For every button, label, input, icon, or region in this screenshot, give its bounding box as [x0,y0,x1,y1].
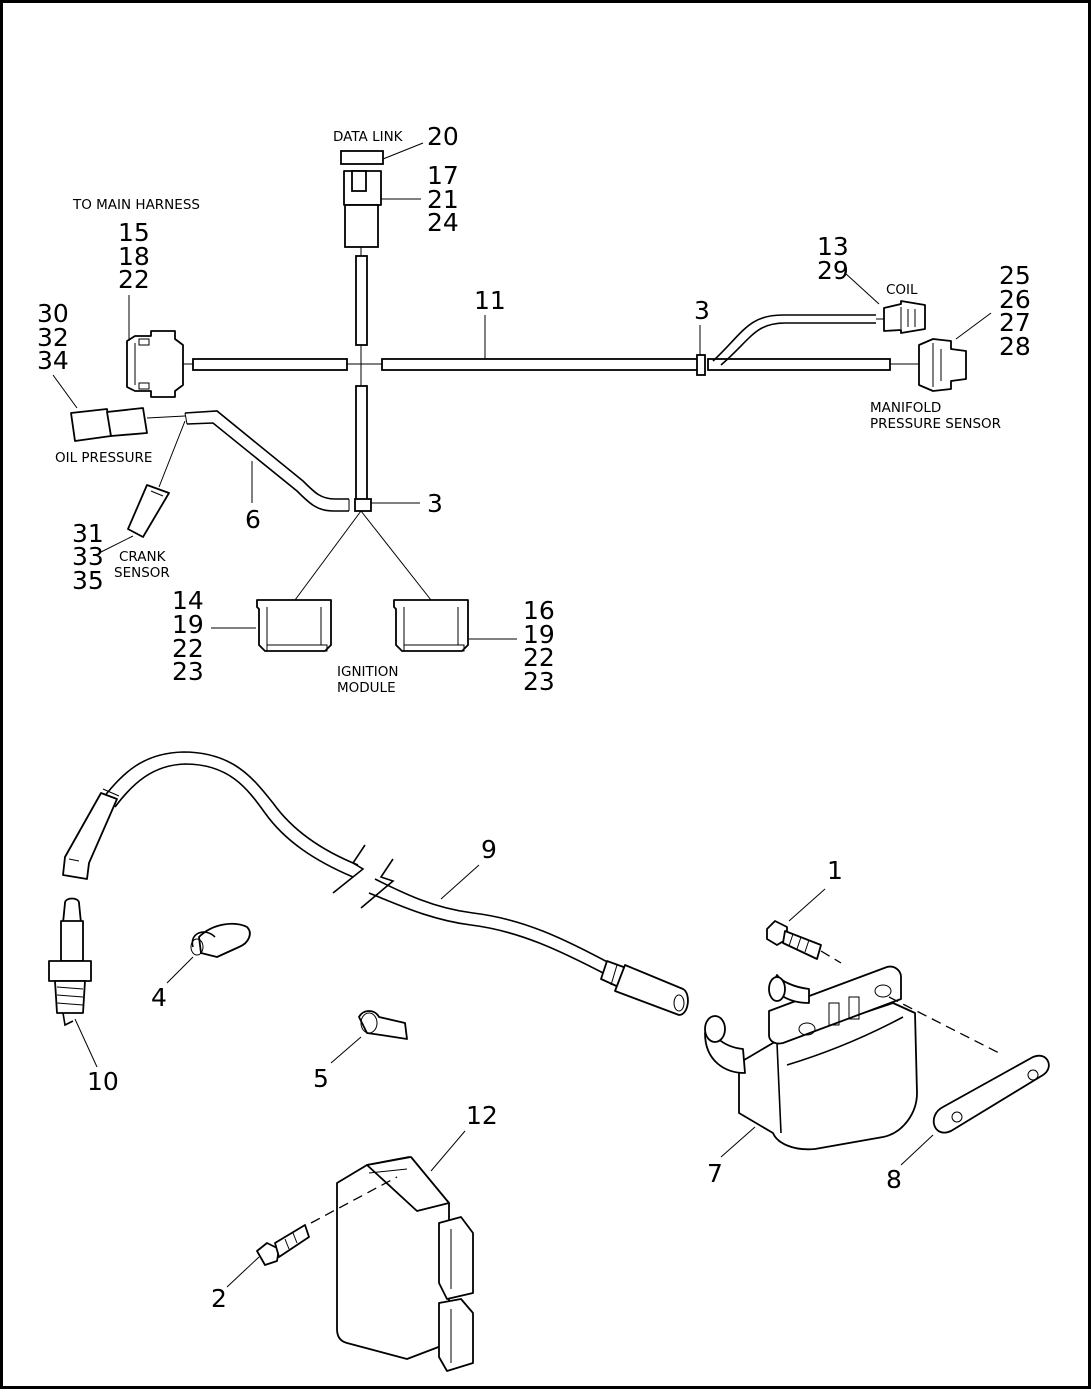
coil-connector [883,300,926,334]
harness-lower-segment [355,385,368,501]
harness-labels: DATA LINK TO MAIN HARNESS COIL MANIFOLD … [55,129,1001,696]
data-link-cap [340,150,384,165]
crank-sensor [127,484,170,538]
callout-6: 6 [245,505,261,534]
callout-15: 15 [118,218,150,247]
callout-16: 16 [523,596,555,625]
callout-11: 11 [474,286,506,315]
bracket-8 [888,996,1050,1134]
callout-18: 18 [118,242,150,271]
components [48,751,1050,1372]
callout-14: 14 [172,586,204,615]
callout-31: 31 [72,519,104,548]
callout-28: 28 [999,332,1031,361]
callout-19-left: 19 [172,610,204,639]
harness-main-segment [381,358,701,371]
callout-21: 21 [427,185,459,214]
ignition-connector-left [256,599,332,652]
callout-24: 24 [427,208,459,237]
clip-right [696,354,706,376]
clip-4 [190,922,251,958]
clip-center [354,498,372,512]
label-oil-pressure: OIL PRESSURE [55,450,152,466]
callout-22-right: 22 [523,643,555,672]
callout-7: 7 [707,1159,723,1188]
clip-5 [358,1010,408,1040]
label-crank-line2: SENSOR [114,565,170,581]
screw-1 [766,920,842,964]
callout-3-center: 3 [427,489,443,518]
spark-plug-wire [62,751,689,1016]
callout-33: 33 [72,542,104,571]
label-ignition-line2: MODULE [337,680,396,696]
harness-callouts: 20 17 21 24 15 18 22 30 32 34 11 3 13 29… [37,122,1031,696]
callout-9: 9 [481,835,497,864]
label-manifold-line1: MANIFOLD [870,400,941,416]
callout-27: 27 [999,308,1031,337]
callout-1: 1 [827,856,843,885]
callout-23-right: 23 [523,667,555,696]
label-to-main-harness: TO MAIN HARNESS [72,197,200,213]
main-harness-connector [126,330,184,398]
ignition-connector-right [393,599,469,652]
label-data-link: DATA LINK [333,129,404,145]
label-coil: COIL [886,282,918,298]
wiring-diagram: DATA LINK TO MAIN HARNESS COIL MANIFOLD … [37,122,1050,1372]
callout-2: 2 [211,1284,227,1313]
callout-32: 32 [37,323,69,352]
callout-13: 13 [817,232,849,261]
callout-26: 26 [999,285,1031,314]
harness-upper-segment [355,255,368,346]
callout-10: 10 [87,1067,119,1096]
callout-22-left: 22 [172,634,204,663]
callout-4: 4 [151,983,167,1012]
harness-left-segment [192,358,348,371]
callout-34: 34 [37,346,69,375]
harness-manifold-branch [707,358,891,371]
label-ignition-line1: IGNITION [337,664,398,680]
ignition-coil [704,965,918,1151]
component-callouts: 9 1 4 10 5 12 7 8 2 [87,835,902,1313]
callout-25: 25 [999,261,1031,290]
wiring-harness [52,142,992,652]
callout-8: 8 [886,1165,902,1194]
callout-17: 17 [427,161,459,190]
callout-3-right: 3 [694,296,710,325]
oil-pressure-sender [70,408,112,442]
callout-35: 35 [72,566,104,595]
callout-29: 29 [817,256,849,285]
callout-30: 30 [37,299,69,328]
label-crank-line1: CRANK [119,549,167,565]
spark-plug [48,897,92,1027]
callout-12: 12 [466,1101,498,1130]
callout-23-left: 23 [172,657,204,686]
callout-22: 22 [118,265,150,294]
callout-5: 5 [313,1064,329,1093]
ignition-module [256,1156,474,1372]
callout-20: 20 [427,122,459,151]
label-manifold-line2: PRESSURE SENSOR [870,416,1001,432]
manifold-pressure-sensor [918,338,967,392]
callout-19-right: 19 [523,620,555,649]
